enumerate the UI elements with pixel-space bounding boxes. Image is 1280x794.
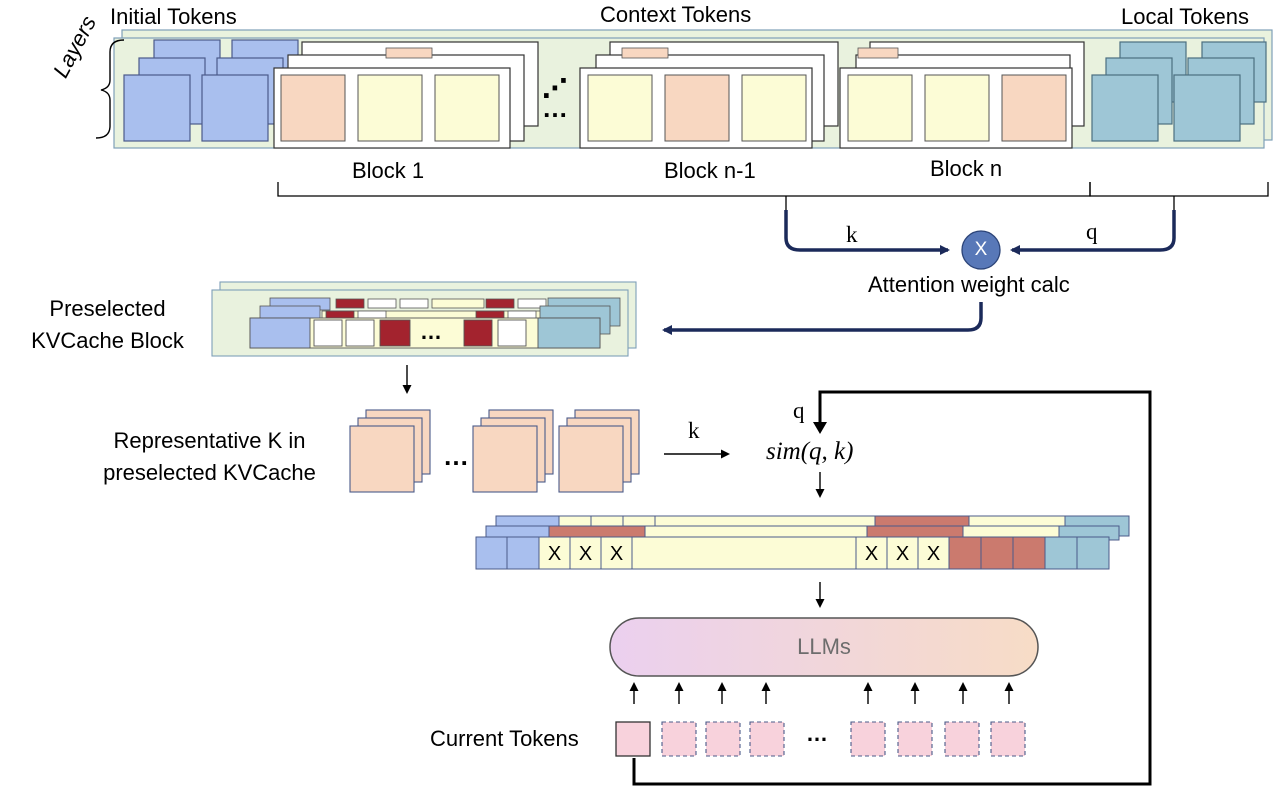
- multiply-operator-symbol: X: [974, 239, 988, 260]
- representative-k-stacks: [349, 409, 640, 493]
- context-block-brace: [277, 182, 1091, 210]
- current-token-solid: [615, 721, 651, 757]
- preselected-kvcache-block: [211, 281, 637, 357]
- representative-label-line1: Representative K in: [113, 428, 306, 453]
- attention-q-label: q: [1086, 219, 1098, 244]
- similarity-formula: sim(q, k): [766, 438, 854, 465]
- vertical-ellipsis-top: ⋰: [542, 73, 569, 103]
- current-tokens: [615, 721, 1026, 757]
- k-arrow: [784, 210, 950, 255]
- representative-label-line2: preselected KVCache: [103, 460, 316, 485]
- preselected-label-line2: KVCache Block: [31, 328, 184, 353]
- context-tokens-label: Context Tokens: [600, 2, 752, 27]
- llm-label: LLMs: [797, 634, 851, 659]
- block-n-label: Block n: [930, 156, 1003, 181]
- q-arrow: [1010, 210, 1176, 255]
- kv-cache-panel: [95, 29, 1273, 149]
- selected-x-mark-6: X: [926, 543, 941, 565]
- local-token-stack: [1091, 41, 1267, 142]
- context-block-n: [839, 41, 1085, 149]
- local-token-brace: [1089, 182, 1269, 210]
- ellipsis-representative: …: [443, 441, 470, 471]
- preselected-label-line1: Preselected: [49, 296, 166, 321]
- selected-x-mark-2: X: [578, 543, 593, 565]
- current-tokens-label: Current Tokens: [430, 726, 579, 751]
- sim-q-label: q: [793, 398, 805, 423]
- multiply-operator: [961, 230, 1001, 270]
- feedback-loop-line: [632, 390, 1152, 786]
- preselect-arrow: [662, 302, 983, 335]
- initial-token-stack: [123, 39, 299, 142]
- selected-x-mark-5: X: [895, 543, 910, 565]
- llm-box: [609, 617, 1039, 677]
- ellipsis-top: …: [542, 93, 569, 123]
- initial-tokens-label: Initial Tokens: [110, 4, 237, 29]
- selected-kvcache: [475, 515, 1130, 570]
- attention-weight-caption: Attention weight calc: [868, 272, 1070, 297]
- feedback-arrowhead: [813, 422, 827, 434]
- token-up-arrows: [629, 682, 1014, 704]
- local-tokens-label: Local Tokens: [1121, 4, 1250, 29]
- selected-x-mark-4: X: [864, 543, 879, 565]
- selected-x-mark-3: X: [609, 543, 624, 565]
- attention-k-label: k: [846, 222, 858, 247]
- sim-k-label: k: [688, 418, 700, 443]
- selected-x-mark-1: X: [547, 543, 562, 565]
- block-n-minus-1-label: Block n-1: [664, 158, 756, 183]
- context-block-n-minus-1: [579, 41, 839, 149]
- ellipsis-current: …: [806, 721, 829, 746]
- layers-brace: [95, 39, 125, 139]
- context-block-1: [273, 41, 539, 149]
- ellipsis-preselected: …: [420, 319, 443, 344]
- block-1-label: Block 1: [352, 158, 425, 183]
